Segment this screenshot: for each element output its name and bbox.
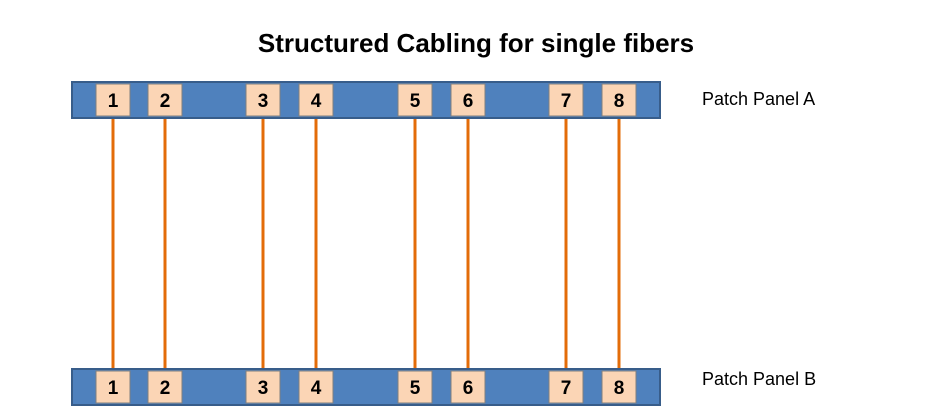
panel-b-port-label-1: 1 [108, 378, 119, 399]
panel-a-port-label-2: 2 [160, 91, 171, 112]
panel-b: 1 2 3 4 5 6 7 8 [71, 368, 661, 406]
panel-a-label: Patch Panel A [702, 89, 816, 109]
panel-a-port-label-6: 6 [463, 91, 474, 112]
panel-a-port-6 [450, 83, 486, 117]
panel-b-port-label-6: 6 [463, 378, 474, 399]
panel-a-port-label-3: 3 [258, 91, 269, 112]
panel-b-port-1 [95, 370, 131, 404]
panel-a-port-7 [548, 83, 584, 117]
panel-a-port-label-8: 8 [614, 91, 625, 112]
panel-b-port-label-8: 8 [614, 378, 625, 399]
panel-b-port-8 [601, 370, 637, 404]
panel-a-port-3 [245, 83, 281, 117]
panel-b-port-4 [298, 370, 334, 404]
panel-a: 1 2 3 4 5 6 7 8 [71, 81, 661, 119]
panel-a-port-label-4: 4 [311, 91, 322, 112]
panel-b-port-6 [450, 370, 486, 404]
panel-b-port-label-4: 4 [311, 378, 322, 399]
panel-b-port-label-2: 2 [160, 378, 171, 399]
panel-a-port-4 [298, 83, 334, 117]
panel-b-port-2 [147, 370, 183, 404]
diagram-title: Structured Cabling for single fibers [257, 28, 695, 58]
panel-a-port-label-7: 7 [561, 91, 572, 112]
panel-a-port-label-1: 1 [108, 91, 119, 112]
panel-b-port-5 [397, 370, 433, 404]
panel-a-port-8 [601, 83, 637, 117]
panel-a-port-2 [147, 83, 183, 117]
panel-a-port-5 [397, 83, 433, 117]
panel-a-port-label-5: 5 [410, 91, 421, 112]
panel-b-port-label-5: 5 [410, 378, 421, 399]
panel-b-port-3 [245, 370, 281, 404]
panel-b-port-label-7: 7 [561, 378, 572, 399]
panel-b-port-7 [548, 370, 584, 404]
panel-b-label: Patch Panel B [702, 369, 817, 389]
panel-a-port-1 [95, 83, 131, 117]
panel-b-port-label-3: 3 [258, 378, 269, 399]
